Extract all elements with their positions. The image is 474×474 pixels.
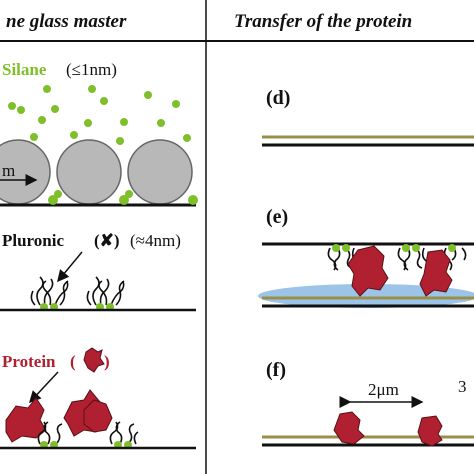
pluronic-size: (≈4nm) — [130, 231, 181, 250]
spacing-label: 2μm — [368, 380, 399, 399]
glass-beads — [0, 139, 193, 205]
protein-icon-open: ( — [70, 352, 76, 371]
protein-brush — [37, 421, 139, 445]
protein-cluster-left — [5, 389, 113, 443]
protein-arrow — [28, 371, 59, 404]
bead-3 — [127, 139, 193, 205]
panel-e-anchors — [332, 244, 456, 252]
pluronic-arrow — [57, 251, 83, 283]
panel-f-label: (f) — [266, 359, 286, 381]
panel-d-label: (d) — [266, 87, 290, 109]
panel-e-label: (e) — [266, 206, 288, 228]
cut-text: 3 — [458, 377, 467, 396]
pluronic-icon: (✘) — [94, 231, 120, 250]
protein-label: Protein — [2, 352, 56, 371]
bead-contact-silane — [48, 190, 198, 205]
silane-label: Silane — [2, 60, 47, 79]
silane-size: (≤1nm) — [66, 60, 117, 79]
radius-label: m — [2, 161, 15, 180]
water-drop — [258, 284, 474, 308]
panel-e-proteins — [347, 245, 453, 297]
pluronic-label: Pluronic — [2, 231, 64, 250]
bead-2 — [56, 139, 122, 205]
pluronic-brush-2 — [86, 276, 125, 306]
pluronic-brush-1 — [30, 276, 69, 306]
left-header: ne glass master — [6, 11, 127, 32]
right-header: Transfer of the protein — [234, 11, 412, 32]
protein-icon — [83, 347, 105, 373]
protein-icon-close: ) — [104, 352, 110, 371]
panel-f-proteins — [333, 411, 443, 447]
